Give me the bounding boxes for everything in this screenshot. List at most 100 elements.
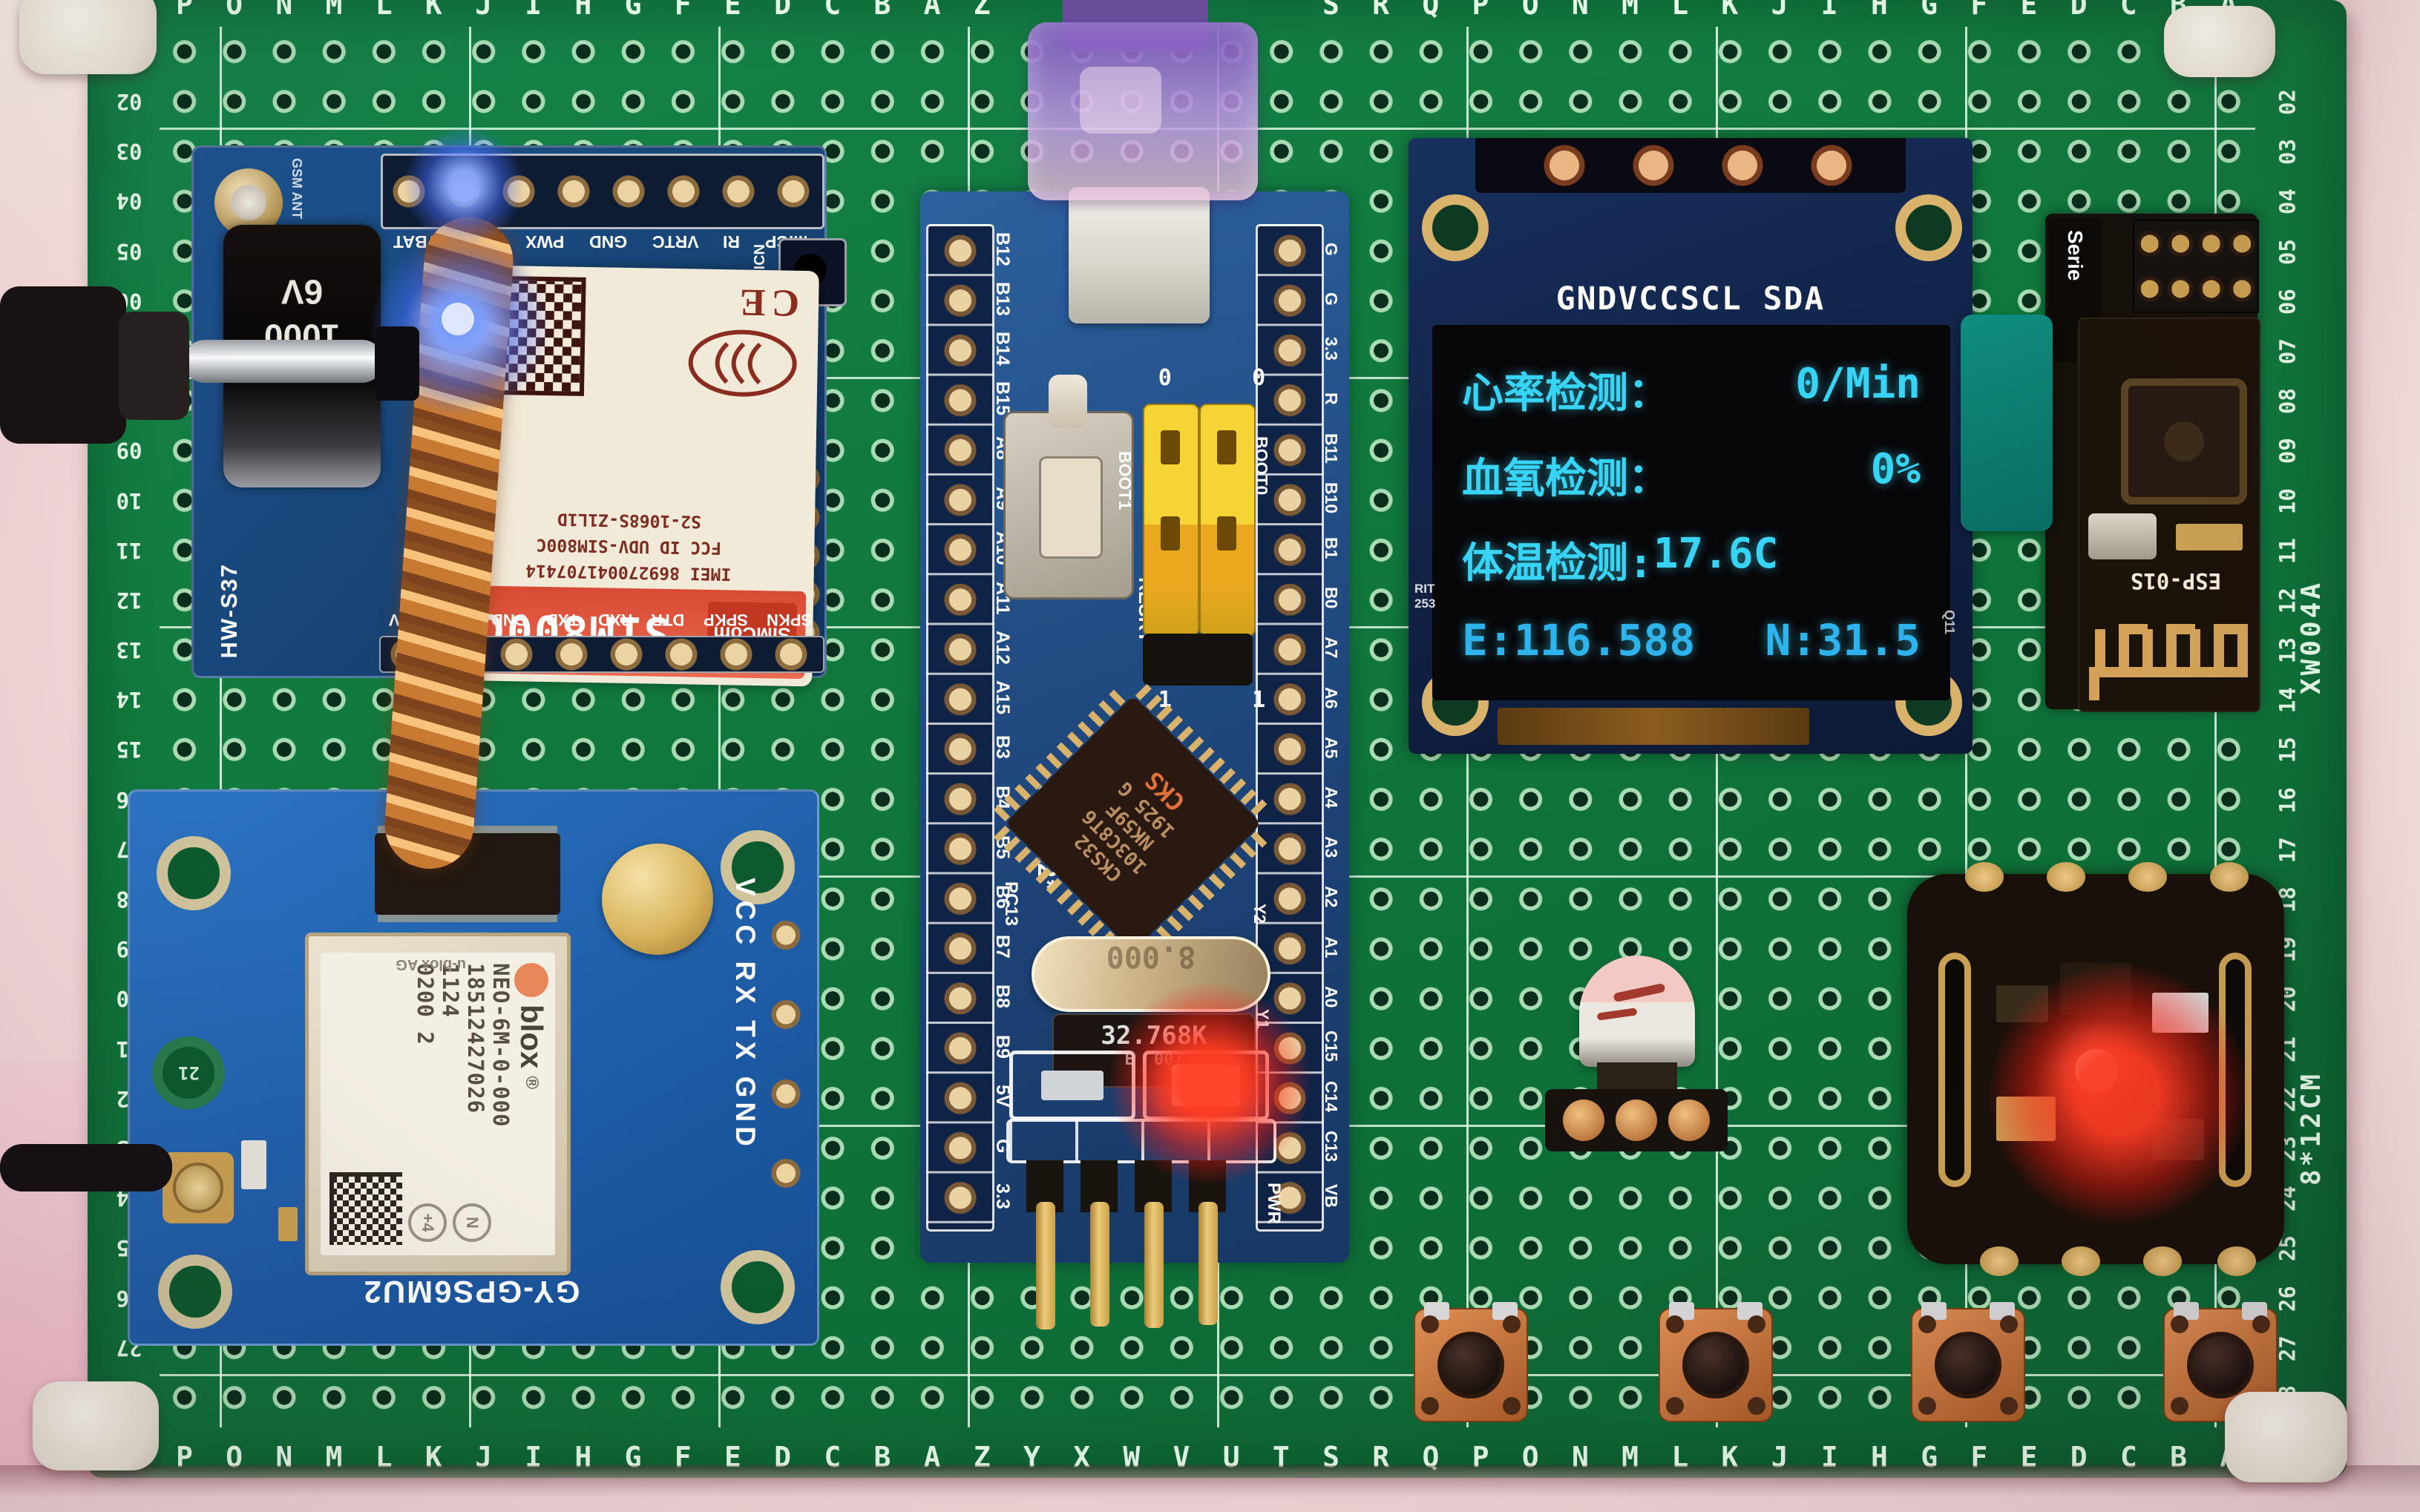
ipex-center [231,185,266,220]
esp-adapter-tab: Serie [2048,218,2102,362]
mounting-hole [1422,194,1489,261]
row-number: 02 [2275,89,2300,116]
board-size-label: 8*12CM [2296,1071,2326,1186]
esp-adapter-label: Serie [2064,230,2087,281]
gps-pin-labels: VCC RX TX GND [730,878,761,1151]
oled-line-label: 血氧检测： [1462,454,1670,503]
dc-plug-pin [184,340,383,383]
socket-pin [1616,1100,1657,1141]
oled-line-value: 0/Min [1795,360,1921,409]
oled-line-label: 心率检测： [1462,369,1670,418]
pin-label: C14 [1322,1080,1341,1112]
pin-label: A1 [1322,936,1341,958]
pin-label: A4 [1322,786,1341,809]
pin-label: B6 [992,885,1013,910]
pin-label: B15 [992,381,1013,416]
boot-marks-0: 0 0 [1158,365,1266,391]
capacitor-voltage: 6V [281,272,324,312]
pin-label: A15 [992,680,1013,715]
oled-side-text-1: RIT [1414,582,1435,596]
board-model-label: XW004A [2296,579,2326,694]
row-number: 16 [2275,786,2300,813]
reg-mark: ® [522,1076,542,1090]
pin-label: SPKP [703,611,748,629]
y2-label: Y2 [1250,904,1269,924]
button-cap [2187,1332,2254,1398]
oled-display-module: GNDVCCSCL SDA 心率检测：0/Min 血氧检测：0% 体温检测:17… [1409,138,1973,754]
reset-stem [1049,375,1087,428]
pc13-label: PC13 [1001,881,1021,927]
esp-adapter-header [2133,220,2259,313]
wave-logo: CE [686,279,800,400]
ublox-label-line: NEO-6M-0-000 [488,963,514,1128]
ublox-label-line: 1124 [438,963,463,1018]
row-number: 04 [2275,188,2300,215]
tact-switch-3 [1911,1302,2025,1422]
row-number: 10 [116,488,142,514]
esp-module-pcb: ESP-01S [2078,318,2260,712]
pin-label: G [1322,242,1341,256]
board-cutout-hole: 21 [152,1036,225,1109]
pin-label: R [1322,392,1341,405]
row-number: 07 [2275,338,2300,364]
pin-label: B0 [1322,587,1341,609]
boot1-silk-label: BOOT1 [1115,451,1135,510]
pin-label: 3.3 [992,1183,1013,1209]
pin-label: B11 [1322,433,1341,464]
pin-label: A6 [1322,686,1341,709]
header-pin [1036,1202,1055,1329]
mounting-hole [157,836,231,910]
oled-side-text-2: 253 [1414,596,1436,611]
chip-imei: IMEI 869270041707414 [525,560,732,584]
pin-label: A7 [1322,637,1341,659]
row-number: 06 [2275,288,2300,315]
button-cap [1437,1332,1504,1398]
pin-label: A5 [1322,736,1341,759]
gps-smd [278,1207,298,1241]
oled-top-strip [1475,138,1906,193]
paint-scratch [1596,1008,1638,1021]
row-number: 11 [116,538,142,564]
pin-label: A0 [1322,985,1341,1008]
pin-label: SPKN [767,611,813,629]
reset-button [1003,375,1134,599]
header-pin [1144,1202,1164,1328]
oled-line-label: E:116.588 [1462,614,1696,665]
max30102-led-glow [1989,964,2249,1224]
paint-scratch [1613,982,1666,1003]
row-number: 15 [2275,737,2300,763]
row-number: 15 [116,737,142,763]
dc-plug-body [0,286,126,444]
pwr-led-glow [1109,983,1310,1183]
button-cap [1682,1332,1749,1398]
ipex-center [173,1163,223,1213]
oled-side-text-3: Q11 [1942,610,1957,635]
row-number: 17 [2275,836,2300,863]
oled-flex-connector [1498,708,1809,745]
pin-label: GND [491,611,528,629]
button-cap [1935,1332,2001,1398]
ublox-label-line: 0200 2 [413,963,438,1045]
pin-label: VRTC [652,231,699,252]
pc13-led [1009,1051,1135,1120]
boot0-silk-label: BOOT0 [1252,436,1271,496]
mounting-hole [721,1250,795,1324]
oled-text-line: 血氧检测：0% [1432,445,1950,505]
header-pin [1090,1202,1109,1327]
dc-plug-collar [119,312,189,420]
micro-usb-socket [1069,187,1210,323]
pin-label: B12 [992,231,1013,266]
corner-standoff-tr [2164,6,2275,77]
oled-text-line: 心率检测： 0/Min [1432,360,1950,420]
circle-mark-4: +4 [408,1203,447,1242]
boot0-jumper [1143,404,1199,637]
esp8266-chip [2128,386,2240,497]
pin-label: B13 [992,281,1013,316]
pin-label: G [1322,292,1341,306]
esp01s-wifi-module: Serie ESP-01S [2045,214,2260,712]
